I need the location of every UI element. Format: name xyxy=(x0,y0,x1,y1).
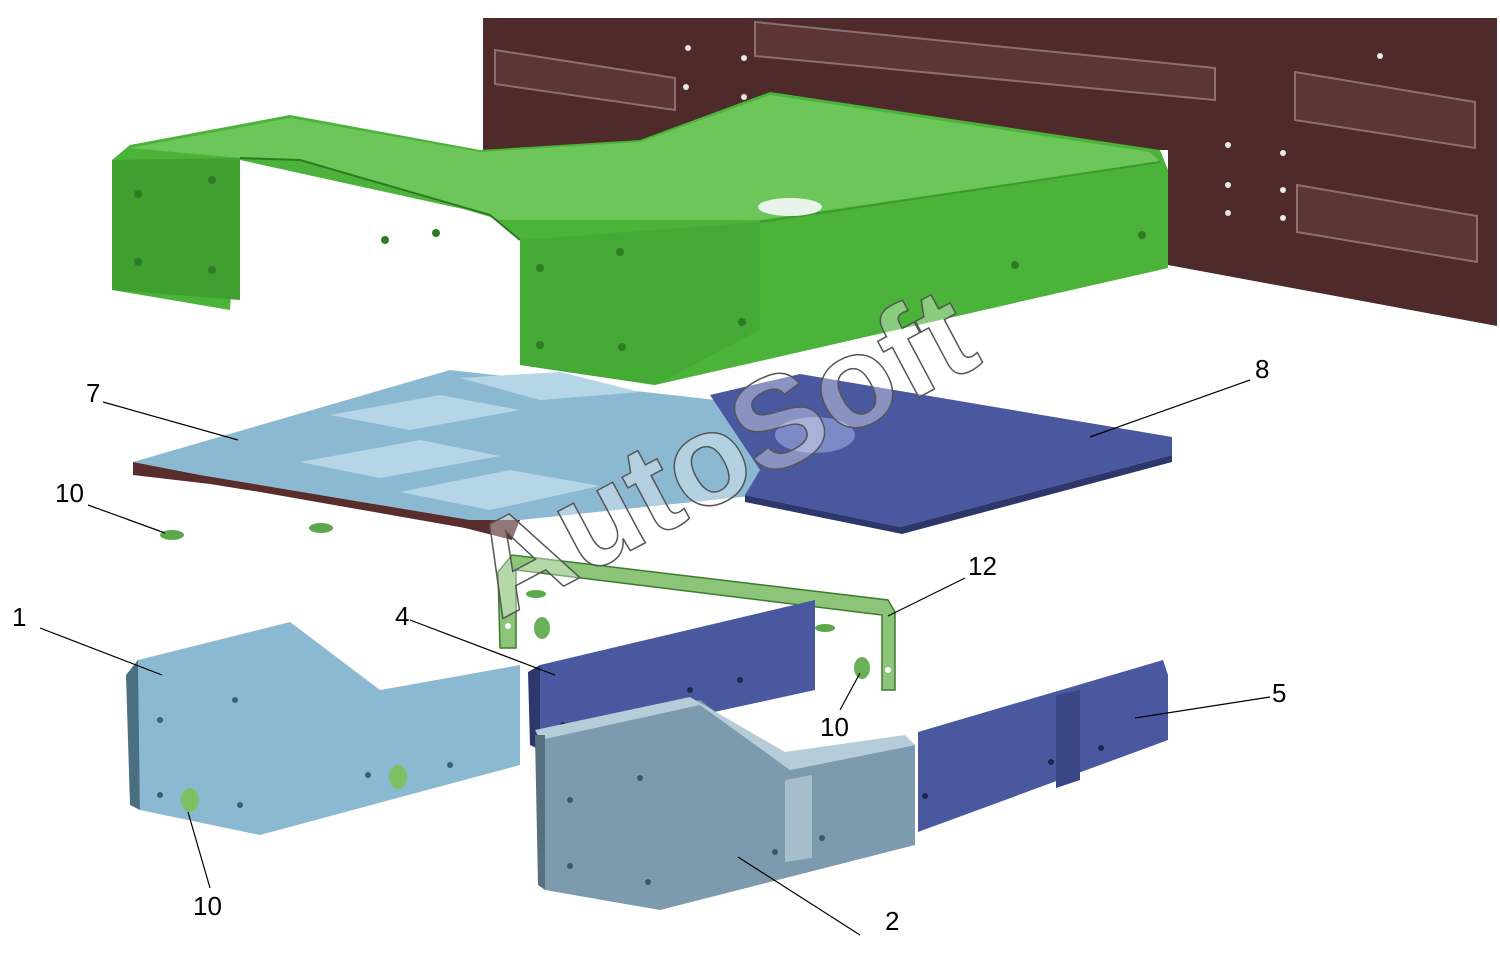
callout-10-middle: 10 xyxy=(820,712,849,742)
panel-2 xyxy=(535,697,915,910)
panel-5 xyxy=(918,660,1168,832)
callout-5: 5 xyxy=(1272,678,1286,708)
callout-7: 7 xyxy=(86,378,100,408)
cab-rear-wall xyxy=(483,18,1497,326)
callout-10-top: 10 xyxy=(55,478,84,508)
panel-1 xyxy=(126,622,520,835)
callout-10-bottom: 10 xyxy=(193,891,222,921)
callout-labels: 1 2 4 5 7 8 10 10 10 12 xyxy=(12,354,1286,936)
callout-8: 8 xyxy=(1255,354,1269,384)
callout-2: 2 xyxy=(885,906,899,936)
bracket-12 xyxy=(497,554,896,691)
leader-lines xyxy=(39,379,1271,936)
panel-4 xyxy=(528,600,815,750)
callout-1: 1 xyxy=(12,602,26,632)
engine-cover-green xyxy=(112,92,1168,385)
callout-4: 4 xyxy=(395,601,409,631)
clip-10-group-top xyxy=(160,523,835,632)
callout-12: 12 xyxy=(968,551,997,581)
floor-panel-8 xyxy=(710,374,1172,534)
floor-panel-7 xyxy=(133,370,760,540)
